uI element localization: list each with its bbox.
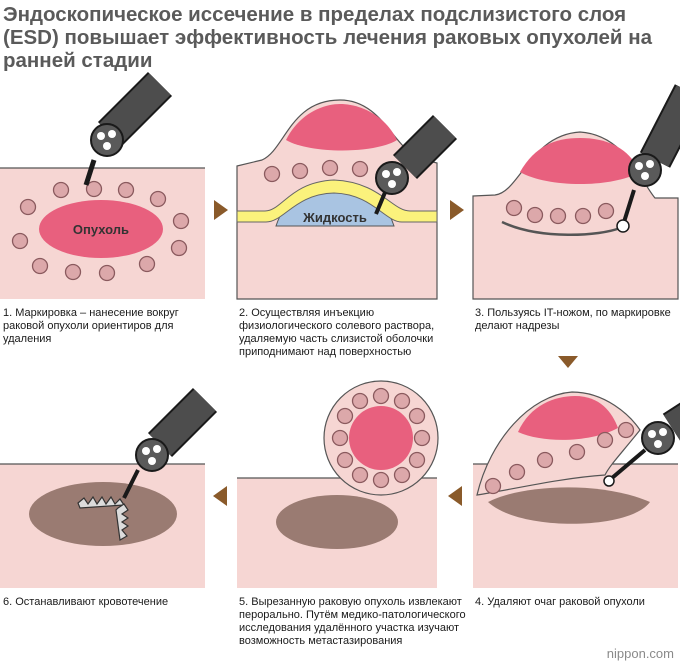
- arrow-left-icon: [448, 486, 462, 506]
- hemostatic-forceps-icon: [77, 495, 130, 541]
- arrow-down-icon: [558, 356, 578, 368]
- tumor: [286, 104, 397, 151]
- endoscope: [603, 402, 680, 487]
- tumor: [39, 200, 163, 258]
- wound: [29, 482, 177, 546]
- tumor: [349, 406, 413, 470]
- caption-step-1: 1. Маркировка – нанесение вокруг раковой…: [3, 307, 179, 345]
- page-title: Эндоскопическое иссечение в пределах под…: [3, 3, 652, 72]
- tumor-label: Опухоль: [73, 222, 129, 237]
- panel-step-5: [237, 380, 439, 588]
- tumor: [518, 396, 618, 440]
- panel-step-3: [472, 84, 680, 300]
- caption-step-4: 4. Удаляют очаг раковой опухоли: [475, 596, 645, 608]
- caption-step-5: 5. Вырезанную раковую опухоль извлекают …: [239, 596, 466, 647]
- endoscope: [122, 387, 218, 499]
- panel-step-4: [473, 391, 680, 588]
- brand-logo: nippon.com: [606, 646, 674, 661]
- incision-line: [501, 220, 621, 236]
- it-knife-tip: [616, 219, 630, 233]
- caption-step-3: 3. Пользуясь IT-ножом, по маркировке дел…: [475, 307, 671, 332]
- panel-step-1: Опухоль: [0, 71, 205, 299]
- fluid-label: Жидкость: [302, 210, 367, 225]
- caption-step-6: 6. Останавливают кровотечение: [3, 596, 169, 608]
- submucosa-layer: [236, 179, 438, 223]
- caption-step-2: 2. Осуществляя инъекцию физиологического…: [239, 307, 435, 358]
- panel-step-6: [0, 387, 218, 588]
- arrow-right-icon: [214, 200, 228, 220]
- removed-specimen: [323, 380, 439, 496]
- wound: [276, 495, 398, 549]
- wound: [488, 487, 650, 524]
- endoscope: [616, 84, 680, 233]
- tumor: [520, 138, 640, 184]
- endoscope: [83, 71, 173, 186]
- panel-step-2: Жидкость: [236, 99, 458, 300]
- arrow-right-icon: [450, 200, 464, 220]
- endoscope: [374, 114, 458, 215]
- arrow-left-icon: [213, 486, 227, 506]
